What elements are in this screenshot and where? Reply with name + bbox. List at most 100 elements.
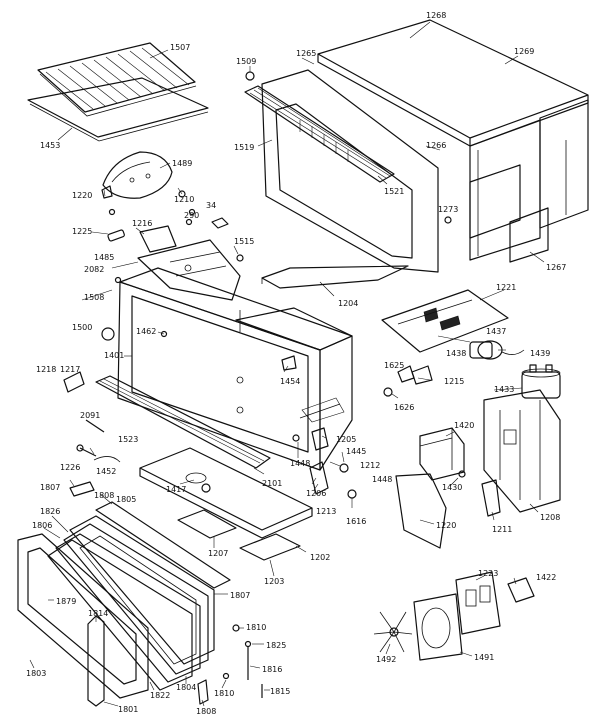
callout-1448-b: 1448 (372, 475, 392, 484)
fan-motor-drawing (469, 340, 525, 360)
callout-1211: 1211 (492, 525, 512, 534)
callout-1220: 1220 (72, 191, 92, 200)
callout-1448: 1448 (290, 459, 310, 468)
leader-lines (29, 21, 545, 707)
callout-1207: 1207 (208, 549, 228, 558)
callout-1810: 1810 (246, 623, 266, 632)
callout-1223: 1223 (478, 569, 498, 578)
callout-1807: 1807 (230, 591, 250, 600)
callout-1515: 1515 (234, 237, 254, 246)
callout-1218: 1218 (36, 365, 56, 374)
callout-1452: 1452 (96, 467, 116, 476)
callout-1430: 1430 (442, 483, 462, 492)
callout-1265: 1265 (296, 49, 316, 58)
callout-1804: 1804 (176, 683, 196, 692)
front-frame-drawing (244, 69, 439, 273)
callout-1221: 1221 (496, 283, 516, 292)
callout-2082: 2082 (84, 265, 104, 274)
callout-1216: 1216 (132, 219, 152, 228)
callout-1492: 1492 (376, 655, 396, 664)
callout-1523: 1523 (118, 435, 138, 444)
callout-labels: 1507 1453 1489 1220 1210 1509 1268 1265 … (26, 11, 566, 716)
capacitor-drawing (521, 364, 561, 399)
base-plate-drawing (139, 447, 313, 561)
light-cover-drawing (102, 151, 173, 199)
callout-1462: 1462 (136, 327, 156, 336)
callout-1507: 1507 (170, 43, 190, 52)
shield-drawing (395, 473, 447, 549)
callout-2101: 2101 (262, 479, 282, 488)
part-1422-drawing (507, 577, 535, 603)
outer-case-drawing (317, 19, 589, 261)
callout-1267: 1267 (546, 263, 566, 272)
panel-1223-drawing (455, 571, 501, 635)
callout-1454: 1454 (280, 377, 300, 386)
callout-1807-top: 1807 (40, 483, 60, 492)
bracket-assembly-drawing (137, 225, 241, 301)
callout-1826: 1826 (40, 507, 60, 516)
callout-1808-top: 1808 (94, 491, 114, 500)
callout-1422: 1422 (536, 573, 556, 582)
callout-1268: 1268 (426, 11, 446, 20)
callout-1417: 1417 (166, 485, 186, 494)
callout-1420: 1420 (454, 421, 474, 430)
callout-1815: 1815 (270, 687, 290, 696)
callout-1203: 1203 (264, 577, 284, 586)
callout-1433: 1433 (494, 385, 514, 394)
callout-1266: 1266 (426, 141, 446, 150)
fuse-drawing (107, 229, 125, 242)
callout-1453: 1453 (40, 141, 60, 150)
door-stack-drawing (47, 501, 231, 691)
callout-1808: 1808 (196, 707, 216, 716)
callout-1206: 1206 (306, 489, 326, 498)
choke-rail-drawing (95, 375, 271, 469)
callout-1519: 1519 (234, 143, 254, 152)
cover-plate-drawing (509, 207, 549, 263)
circuit-board-drawing (381, 289, 509, 353)
callout-1438: 1438 (446, 349, 466, 358)
callout-1445: 1445 (346, 447, 366, 456)
callout-1806: 1806 (32, 521, 52, 530)
callout-1485: 1485 (94, 253, 114, 262)
outer-door-drawing (17, 533, 149, 699)
callout-1801: 1801 (118, 705, 138, 714)
callout-1437: 1437 (486, 327, 506, 336)
callout-1220-shield: 1220 (436, 521, 456, 530)
callout-1401: 1401 (104, 351, 124, 360)
small-parts-drawing (63, 71, 466, 705)
callout-1509: 1509 (236, 57, 256, 66)
callout-1489: 1489 (172, 159, 192, 168)
callout-1226: 1226 (60, 463, 80, 472)
callout-1825: 1825 (266, 641, 286, 650)
callout-1814: 1814 (88, 609, 108, 618)
callout-1810-b: 1810 (214, 689, 234, 698)
oven-tray-drawing (27, 77, 209, 142)
callout-1202: 1202 (310, 553, 330, 562)
callout-1225: 1225 (72, 227, 92, 236)
callout-1217: 1217 (60, 365, 80, 374)
callout-1439: 1439 (530, 349, 550, 358)
callout-1508: 1508 (84, 293, 104, 302)
callout-1215: 1215 (444, 377, 464, 386)
callout-2091: 2091 (80, 411, 100, 420)
callout-1521: 1521 (384, 187, 404, 196)
callout-1879: 1879 (56, 597, 76, 606)
callout-1204: 1204 (338, 299, 358, 308)
base-bracket-drawing (483, 389, 561, 513)
callout-1803: 1803 (26, 669, 46, 678)
callout-1208: 1208 (540, 513, 560, 522)
oven-rack-drawing (37, 42, 197, 117)
callout-1805: 1805 (116, 495, 136, 504)
callout-1625: 1625 (384, 361, 404, 370)
callout-290: 290 (184, 211, 199, 220)
callout-1213: 1213 (316, 507, 336, 516)
callout-1210: 1210 (174, 195, 194, 204)
callout-1616: 1616 (346, 517, 366, 526)
callout-34: 34 (206, 201, 216, 210)
bracket-1211-drawing (481, 479, 501, 517)
callout-1822: 1822 (150, 691, 170, 700)
callout-1269: 1269 (514, 47, 534, 56)
oven-cavity-drawing (117, 267, 353, 471)
callout-1500: 1500 (72, 323, 92, 332)
